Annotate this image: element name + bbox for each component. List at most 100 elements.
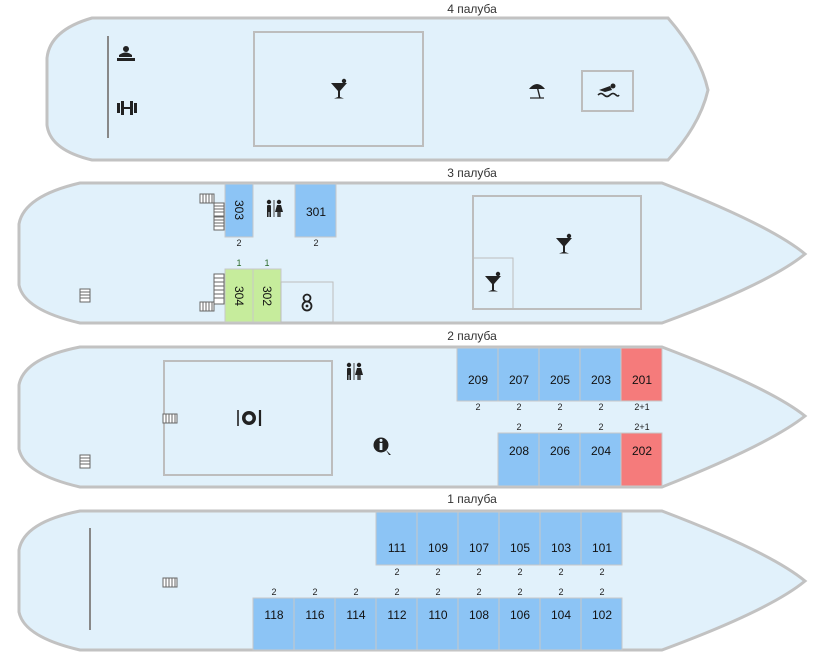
cabin-206-number: 206: [550, 444, 570, 458]
cabin-111-capacity: 2: [394, 567, 399, 577]
cabin-102-capacity: 2: [599, 587, 604, 597]
cabin-105[interactable]: 105: [498, 511, 541, 566]
cabin-102[interactable]: 102: [580, 597, 623, 651]
cabin-205-number: 205: [550, 373, 570, 387]
cabin-118-capacity: 2: [271, 587, 276, 597]
cabin-203[interactable]: 203: [579, 347, 622, 402]
cabin-111-number: 111: [388, 541, 407, 555]
cabin-204[interactable]: 204: [579, 432, 622, 487]
cabin-203-capacity: 2: [598, 402, 603, 412]
cabin-106[interactable]: 106: [498, 597, 541, 651]
cabin-206[interactable]: 206: [538, 432, 581, 487]
baby-room-icon: [301, 293, 313, 312]
cabin-301[interactable]: 301: [294, 183, 337, 238]
deck-4-title: 4 палуба: [447, 2, 497, 16]
cabin-201-capacity: 2+1: [634, 402, 649, 412]
cabin-208[interactable]: 208: [497, 432, 540, 487]
cabin-303-number: 303: [232, 200, 246, 220]
cabin-105-number: 105: [510, 541, 530, 555]
deck-3-title: 3 палуба: [447, 166, 497, 180]
cabin-302-number: 302: [260, 286, 274, 306]
stairs-icon: [79, 288, 91, 303]
cabin-114-capacity: 2: [353, 587, 358, 597]
pool-swimmer-icon: [597, 83, 620, 98]
cabin-109-capacity: 2: [435, 567, 440, 577]
cabin-103[interactable]: 103: [539, 511, 582, 566]
cabin-204-capacity: 2: [598, 422, 603, 432]
cabin-201-number: 201: [632, 373, 652, 387]
cabin-209-capacity: 2: [475, 402, 480, 412]
cabin-116-number: 116: [305, 608, 324, 622]
baby-room: [280, 281, 334, 323]
stairs-icon: [213, 216, 225, 231]
cabin-301-capacity: 2: [313, 238, 318, 248]
cabin-106-capacity: 2: [517, 587, 522, 597]
cabin-107-capacity: 2: [476, 567, 481, 577]
cabin-111[interactable]: 111: [375, 511, 418, 566]
cabin-102-number: 102: [592, 608, 612, 622]
cabin-118[interactable]: 118: [252, 597, 295, 651]
cabin-207-number: 207: [509, 373, 529, 387]
cabin-201[interactable]: 201: [620, 347, 663, 402]
cabin-205-capacity: 2: [557, 402, 562, 412]
cabin-101[interactable]: 101: [580, 511, 623, 566]
cabin-112-capacity: 2: [394, 587, 399, 597]
cabin-109[interactable]: 109: [416, 511, 459, 566]
cabin-107[interactable]: 107: [457, 511, 500, 566]
deck-1-title: 1 палуба: [447, 492, 497, 506]
cabin-209-number: 209: [468, 373, 488, 387]
cabin-108-capacity: 2: [476, 587, 481, 597]
cabin-303-capacity: 2: [236, 238, 241, 248]
deck-3-bar-hall: [472, 195, 642, 310]
cabin-302[interactable]: 302: [252, 268, 282, 323]
cabin-108[interactable]: 108: [457, 597, 500, 651]
stairs-icon: [199, 301, 215, 312]
cabin-114-number: 114: [346, 608, 365, 622]
stairs-icon: [213, 273, 225, 305]
massage-icon: [117, 46, 135, 61]
cabin-114[interactable]: 114: [334, 597, 377, 651]
cabin-204-number: 204: [591, 444, 611, 458]
cabin-208-number: 208: [509, 444, 529, 458]
cabin-304[interactable]: 304: [224, 268, 254, 323]
cabin-303[interactable]: 303: [224, 183, 254, 238]
deck-4-hull: [45, 16, 710, 162]
cabin-209[interactable]: 209: [456, 347, 499, 402]
deck-3-hull: [17, 181, 808, 325]
cabin-101-capacity: 2: [599, 567, 604, 577]
cabin-304-capacity: 1: [236, 258, 241, 268]
cabin-116-capacity: 2: [312, 587, 317, 597]
cabin-205[interactable]: 205: [538, 347, 581, 402]
cabin-116[interactable]: 116: [293, 597, 336, 651]
stairs-icon: [162, 413, 178, 424]
cabin-202[interactable]: 202: [620, 432, 663, 487]
cabin-101-number: 101: [592, 541, 612, 555]
info-icon: [373, 437, 391, 455]
cabin-110-number: 110: [428, 608, 447, 622]
gym-icon: [117, 101, 137, 115]
deck-3-small-bar: [472, 257, 514, 310]
cabin-118-number: 118: [264, 608, 283, 622]
cabin-302-capacity: 1: [264, 258, 269, 268]
stairs-icon: [213, 202, 225, 217]
cabin-112-number: 112: [387, 608, 406, 622]
cabin-104-number: 104: [551, 608, 571, 622]
cabin-202-capacity: 2+1: [634, 422, 649, 432]
cabin-103-capacity: 2: [558, 567, 563, 577]
cabin-202-number: 202: [632, 444, 652, 458]
deck-2-title: 2 палуба: [447, 329, 497, 343]
cabin-203-number: 203: [591, 373, 611, 387]
cabin-301-number: 301: [306, 205, 326, 219]
cabin-110[interactable]: 110: [416, 597, 459, 651]
pool-room: [581, 70, 634, 112]
stairs-icon: [79, 454, 91, 469]
cabin-112[interactable]: 112: [375, 597, 418, 651]
cabin-207-capacity: 2: [516, 402, 521, 412]
cabin-208-capacity: 2: [516, 422, 521, 432]
cabin-104[interactable]: 104: [539, 597, 582, 651]
stairs-icon: [162, 577, 178, 588]
cabin-108-number: 108: [469, 608, 489, 622]
cabin-304-number: 304: [232, 286, 246, 306]
cabin-207[interactable]: 207: [497, 347, 540, 402]
